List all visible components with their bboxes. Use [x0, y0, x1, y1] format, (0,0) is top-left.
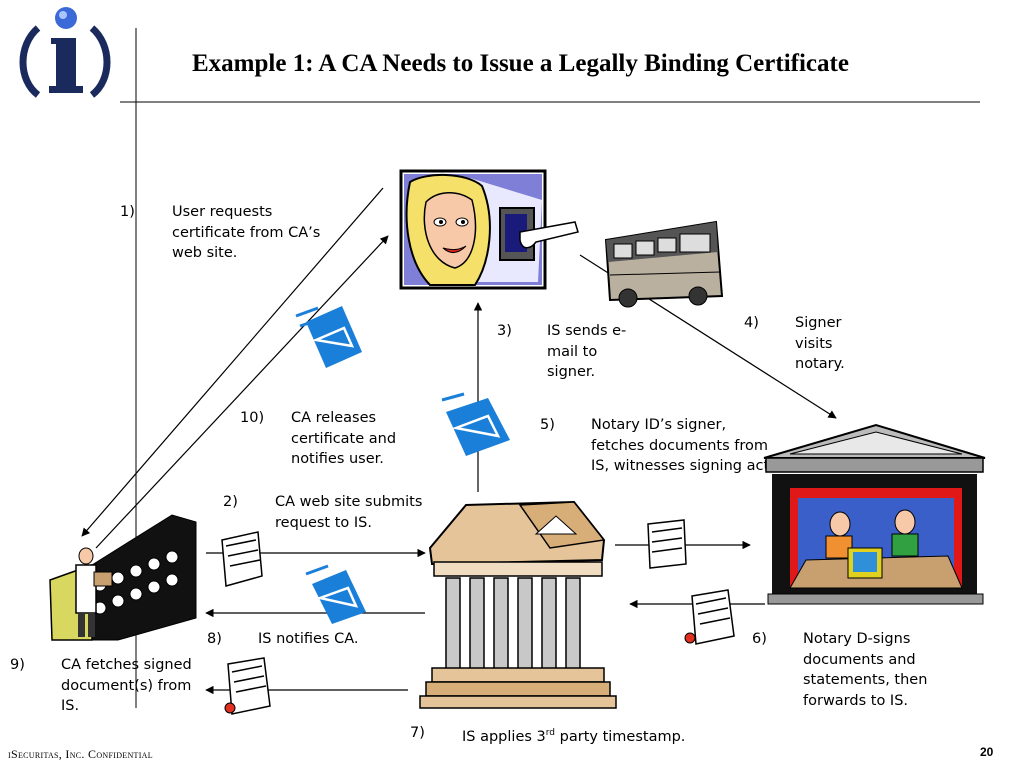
- step-7-text-a: IS applies 3: [462, 728, 546, 745]
- step-9-number: 9): [10, 657, 25, 673]
- step-1-number: 1): [120, 204, 135, 220]
- step-8-text: IS notifies CA.: [258, 631, 359, 647]
- arrow-user-request: [95, 235, 389, 549]
- signed-document-icon: [224, 657, 271, 715]
- step-5-number: 5): [540, 417, 555, 433]
- notary-building-icon: [763, 423, 986, 605]
- step-9-text: CA fetches signed document(s) from IS.: [61, 657, 192, 714]
- step-7-text: IS applies 3rd party timestamp.: [462, 723, 722, 747]
- arrow-ca-to-user: [81, 187, 384, 537]
- step-10-number: 10): [240, 410, 265, 426]
- document-icon: [221, 531, 263, 587]
- user-at-computer-icon: [399, 169, 579, 290]
- step-2-number: 2): [223, 494, 238, 510]
- document-icon: [647, 519, 687, 569]
- step-4-number: 4): [744, 315, 759, 331]
- step-3-text: IS sends e-mail to signer.: [547, 323, 627, 380]
- email-icon: [441, 392, 510, 456]
- info-logo-icon: [19, 7, 111, 98]
- step-4-text: Signer visits notary.: [795, 315, 845, 372]
- page-title: Example 1: A CA Needs to Issue a Legally…: [192, 50, 849, 77]
- step-8-number: 8): [207, 631, 222, 647]
- is-building-icon: [419, 500, 617, 709]
- signed-document-icon: [684, 589, 735, 645]
- step-6-number: 6): [752, 631, 767, 647]
- page-number: 20: [980, 745, 994, 759]
- email-icon: [295, 306, 362, 368]
- email-icon: [305, 564, 366, 624]
- step-7-number: 7): [410, 725, 425, 741]
- step-10-text: CA releases certificate and notifies use…: [291, 410, 397, 467]
- footer-company: iSecuritas, Inc. Confidential: [8, 747, 153, 761]
- bus-icon: [604, 220, 724, 308]
- step-7-superscript: rd: [545, 728, 556, 738]
- step-7-text-b: party timestamp.: [555, 728, 686, 745]
- step-6-text: Notary D-signs documents and statements,…: [803, 631, 928, 709]
- step-1-text: User requests certificate from CA’s web …: [172, 204, 321, 261]
- ca-server-icon: [49, 514, 197, 641]
- step-3-number: 3): [497, 323, 512, 339]
- step-5-text: Notary ID’s signer, fetches documents fr…: [591, 417, 774, 474]
- step-2-text: CA web site submits request to IS.: [275, 494, 423, 531]
